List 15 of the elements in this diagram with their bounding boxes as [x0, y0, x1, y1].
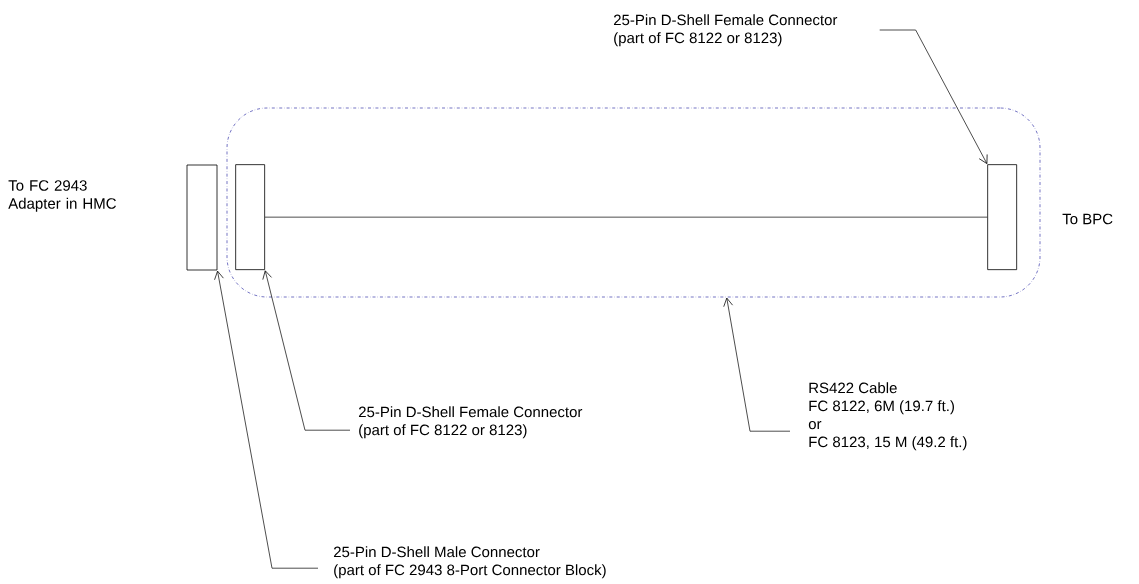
connector-block [235, 164, 266, 271]
cable-line [264, 216, 988, 218]
cable-boundary [226, 107, 1041, 298]
callout-text: 25-Pin D-Shell Male Connector (part of FC 2943 8-Port Connector Block) [333, 546, 606, 579]
leader-line [723, 297, 791, 432]
callout-text: RS422 Cable FC 8122, 6M (19.7 ft.) or FC 8123, 15 M (49.2 ft.) [808, 382, 967, 451]
leader-line [879, 29, 988, 164]
side-label: To BPC [1062, 213, 1113, 225]
leader-line [262, 270, 351, 431]
callout-text: 25-Pin D-Shell Female Connector (part of FC 8122 or 8123) [358, 406, 583, 439]
leader-line [214, 270, 319, 569]
connector-block [987, 164, 1018, 271]
connector-block [186, 164, 218, 271]
callout-text: 25-Pin D-Shell Female Connector (part of FC 8122 or 8123) [613, 14, 838, 47]
side-label: To FC 2943 Adapter in HMC [8, 180, 116, 212]
